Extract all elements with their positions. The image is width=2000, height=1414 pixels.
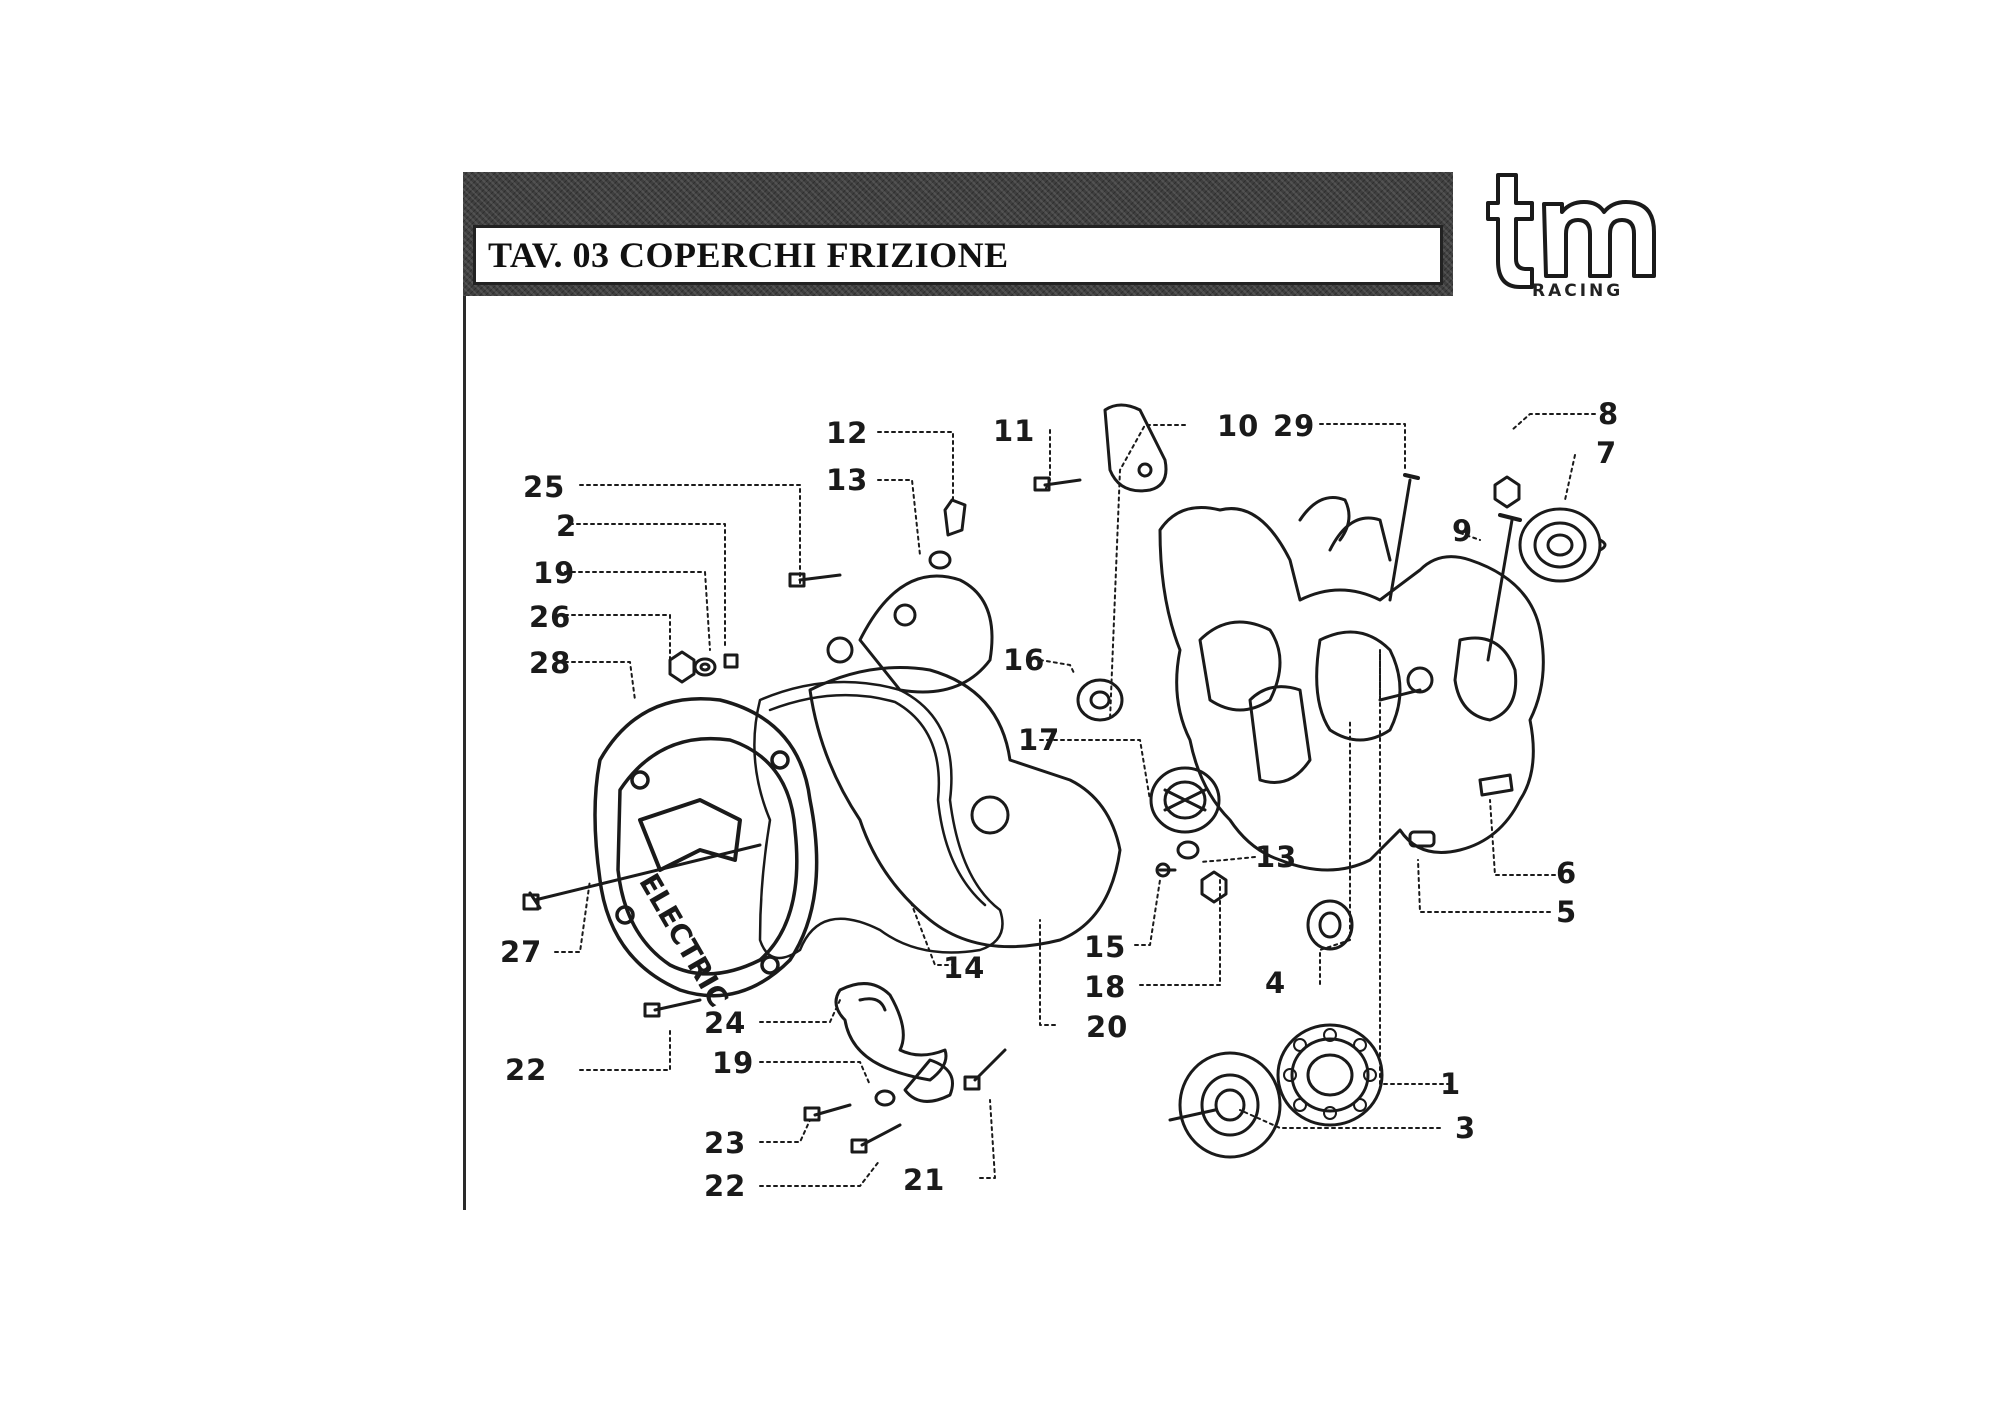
bearing-right <box>1518 507 1607 583</box>
title-box: TAV. 03 COPERCHI FRIZIONE <box>473 225 1443 285</box>
label-22-left: 22 <box>505 1053 547 1087</box>
callouts: 1 2 3 4 5 6 7 8 9 10 11 12 13 13 14 15 1… <box>500 397 1619 1203</box>
label-4: 4 <box>1265 966 1286 1000</box>
label-13-mid: 13 <box>1255 840 1297 874</box>
main-shaft-seal <box>1168 1051 1282 1159</box>
label-6: 6 <box>1556 856 1577 890</box>
dowel-pins <box>1408 773 1514 848</box>
leader-lines <box>554 413 1596 1187</box>
label-26: 26 <box>529 600 571 634</box>
label-23: 23 <box>704 1126 746 1160</box>
label-19-top: 19 <box>533 556 575 590</box>
label-14: 14 <box>943 951 985 985</box>
label-3: 3 <box>1455 1111 1476 1145</box>
washers-nuts <box>668 475 1521 1107</box>
label-10: 10 <box>1217 409 1259 443</box>
label-18: 18 <box>1084 970 1126 1004</box>
label-17: 17 <box>1018 723 1060 757</box>
long-bolt <box>522 843 762 911</box>
label-8: 8 <box>1598 397 1619 431</box>
label-27: 27 <box>500 935 542 969</box>
logo-subtitle: RACING <box>1532 281 1624 301</box>
label-12: 12 <box>826 416 868 450</box>
small-bolts <box>643 476 1177 1154</box>
label-7: 7 <box>1596 436 1617 470</box>
sheet-left-border <box>463 175 466 1210</box>
label-21: 21 <box>903 1163 945 1197</box>
label-1: 1 <box>1440 1067 1461 1101</box>
clutch-cover-gasket <box>753 680 1004 960</box>
label-11: 11 <box>993 414 1035 448</box>
label-20: 20 <box>1086 1010 1128 1044</box>
label-9: 9 <box>1452 514 1473 548</box>
studs <box>1388 473 1522 662</box>
label-28: 28 <box>529 646 571 680</box>
label-19-bottom: 19 <box>712 1046 754 1080</box>
main-bearing <box>1276 1023 1384 1127</box>
cover-plate <box>1103 403 1168 493</box>
label-22-bottom: 22 <box>704 1169 746 1203</box>
label-25: 25 <box>523 470 565 504</box>
tm-racing-logo: tm <box>1486 173 1656 289</box>
oil-seal-small <box>1306 899 1354 951</box>
page-title: TAV. 03 COPERCHI FRIZIONE <box>488 235 1009 275</box>
inner-clutch-housing <box>808 574 1122 949</box>
label-5: 5 <box>1556 895 1577 929</box>
water-pump-cover <box>834 982 954 1103</box>
label-29: 29 <box>1273 409 1315 443</box>
label-15: 15 <box>1084 930 1126 964</box>
seals-middle <box>1076 678 1221 834</box>
crankcase-body <box>1158 496 1545 872</box>
label-24: 24 <box>704 1006 746 1040</box>
label-13-top: 13 <box>826 463 868 497</box>
label-16: 16 <box>1003 643 1045 677</box>
label-2: 2 <box>556 509 577 543</box>
